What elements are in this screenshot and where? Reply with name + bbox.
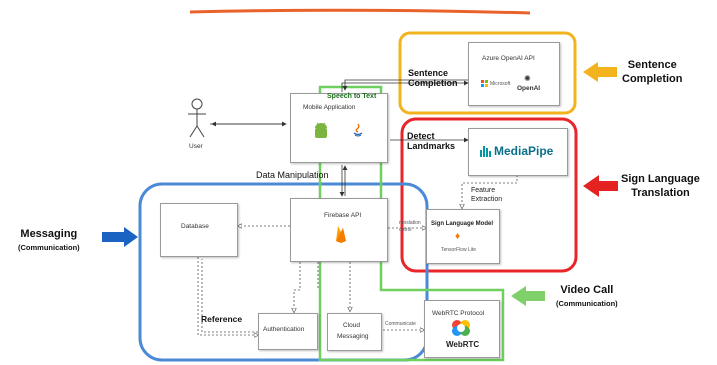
side-label-messaging: Messaging (Communication) [18, 228, 80, 252]
webrtc-label: WebRTC [446, 340, 480, 349]
side-label-sign-translation: Sign Language Translation [621, 173, 700, 199]
cloud-messaging-node [327, 313, 382, 351]
sentence-completion-group [398, 31, 577, 115]
top-divider-line [189, 8, 531, 15]
arrow-sign-translation [583, 175, 618, 197]
mediapipe-icon [480, 146, 492, 157]
webrtc-protocol-label: WebRTC Protocol [432, 310, 485, 317]
side-label-video-call: Video Call (Communication) [556, 284, 618, 308]
speech-to-text-label: Speech to Text [327, 93, 377, 100]
mobile-app-label: Mobile Application [303, 104, 356, 111]
azure-label: Azure OpenAI API [482, 55, 535, 62]
database-label: Database [181, 223, 209, 230]
microsoft-icon [481, 80, 488, 87]
user-icon [188, 98, 206, 138]
android-icon [315, 122, 327, 138]
speech-video-group [318, 85, 505, 362]
cloud-label: Cloud [343, 322, 360, 329]
java-icon [353, 123, 363, 137]
authentication-node [258, 313, 318, 350]
mobile-app-node [290, 93, 388, 163]
messaging-group [138, 182, 429, 362]
sign-model-label: Sign Language Model [431, 221, 494, 227]
edge-translation-control: ranslation ontrol [399, 220, 421, 233]
openai-label: OpenAI [517, 85, 541, 92]
mediapipe-label: MediaPipe [494, 144, 554, 158]
firebase-label: Firebase API [324, 212, 362, 219]
edge-reference: Reference [201, 314, 243, 324]
user-label: User [189, 143, 203, 150]
messaging-label: Messaging [337, 333, 369, 340]
authentication-label: Authentication [263, 326, 305, 333]
sign-translation-group [400, 117, 578, 273]
firebase-icon [336, 226, 346, 243]
edge-communicate: Communicate [385, 321, 416, 327]
side-label-sentence-completion: Sentence Completion [622, 59, 683, 85]
edge-detect-landmarks: Detect Landmarks [407, 131, 456, 151]
azure-openai-node [468, 42, 560, 106]
arrow-messaging [102, 227, 138, 247]
edge-feature-extraction: Feature Extraction [471, 187, 503, 203]
tensorflow-icon: ♦ [455, 231, 461, 242]
database-node [160, 203, 238, 257]
edge-sentence-completion: Sentence Completion [408, 68, 458, 88]
webrtc-icon [452, 320, 470, 336]
edge-data-manipulation: Data Manipulation [256, 170, 329, 180]
arrow-sentence-completion [583, 62, 617, 82]
sign-model-node [426, 209, 500, 264]
arrow-video-call [511, 286, 545, 306]
microsoft-label: Microsoft [490, 81, 511, 87]
tensorflow-label: TensorFlow Lite [441, 247, 477, 253]
openai-icon: ✺ [524, 74, 531, 83]
